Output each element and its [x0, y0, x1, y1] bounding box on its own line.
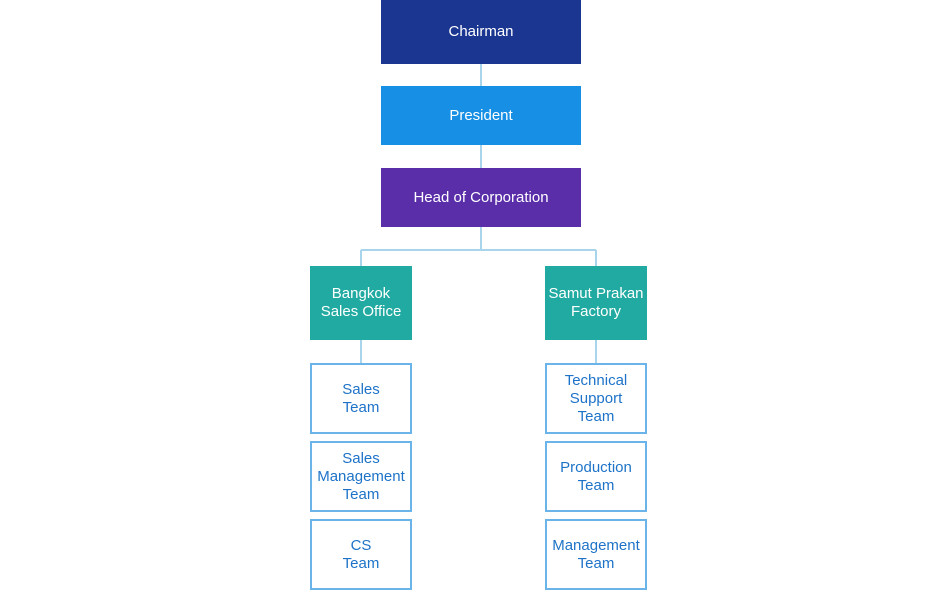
management-team-box: Management Team [545, 519, 647, 590]
bangkok-sales-office-box: Bangkok Sales Office [310, 266, 412, 340]
sales-team-box: Sales Team [310, 363, 412, 434]
cs-team-box: CS Team [310, 519, 412, 590]
samut-prakan-factory-box: Samut Prakan Factory [545, 266, 647, 340]
president-box: President [381, 86, 581, 145]
chairman-box: Chairman [381, 0, 581, 64]
technical-support-team-box: Technical Support Team [545, 363, 647, 434]
sales-management-team-box: Sales Management Team [310, 441, 412, 512]
head-of-corporation-box: Head of Corporation [381, 168, 581, 227]
production-team-box: Production Team [545, 441, 647, 512]
